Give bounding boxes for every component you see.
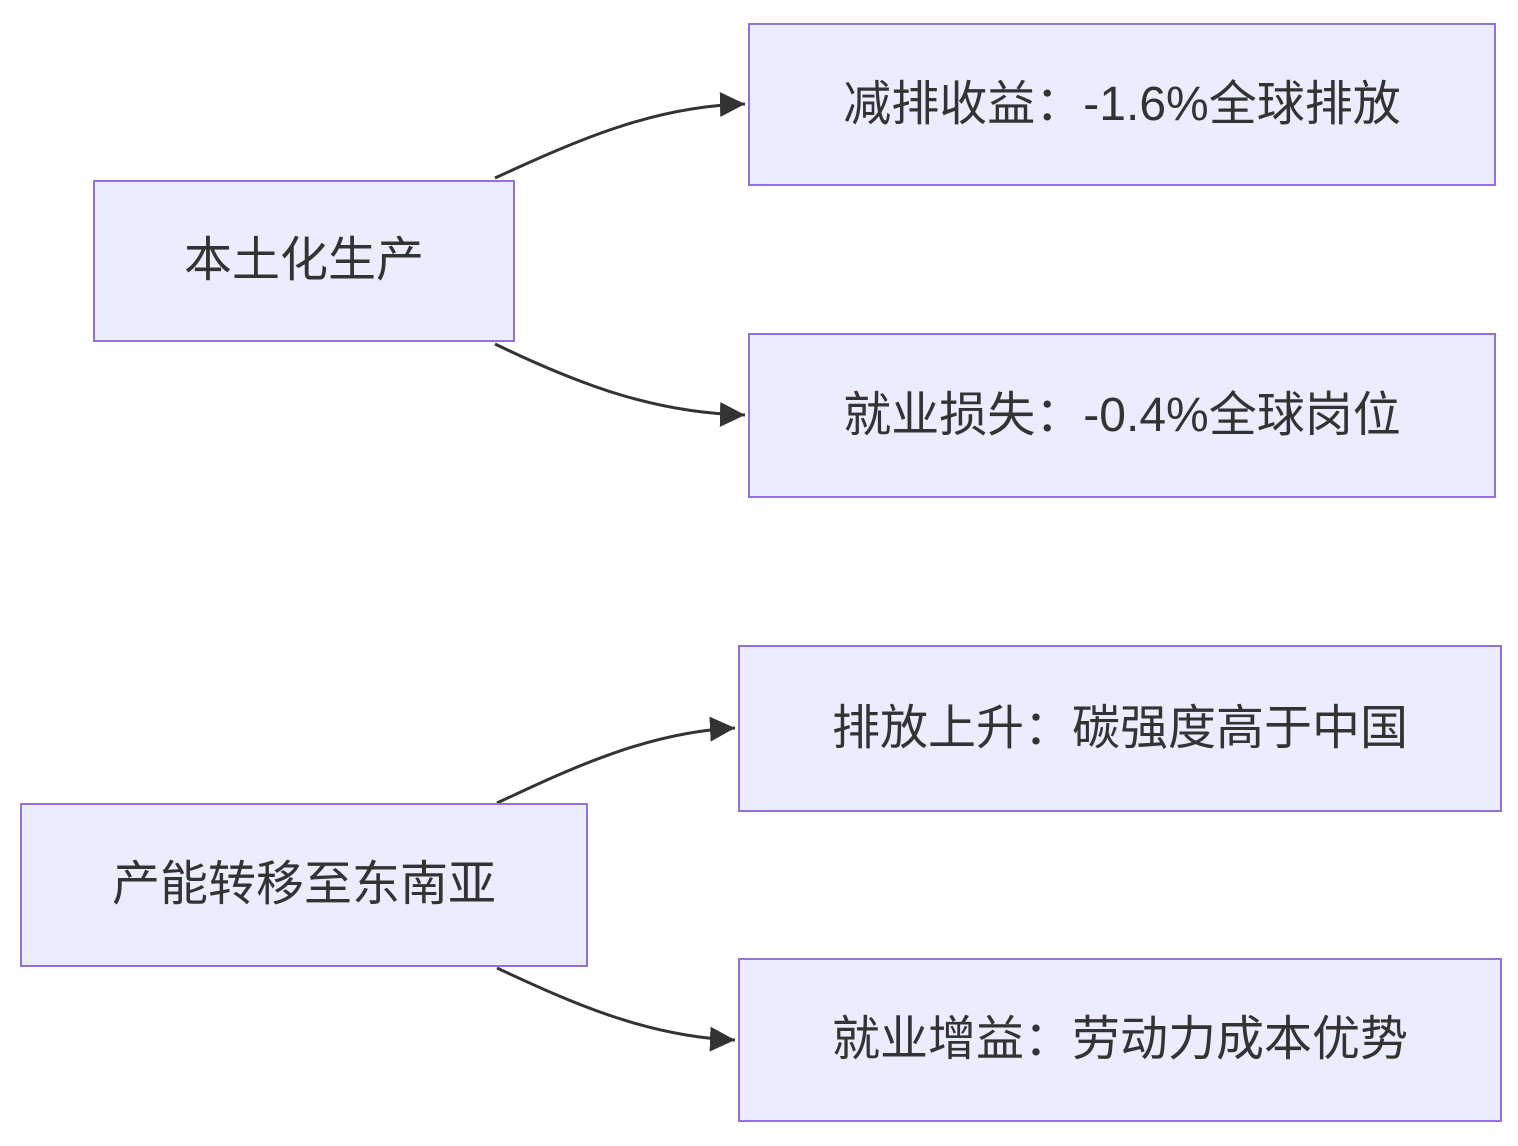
node-label: 本土化生产 [183,234,424,288]
node-localized-production: 本土化生产 [93,180,515,342]
node-label: 排放上升：碳强度高于中国 [831,701,1408,755]
node-label: 产能转移至东南亚 [111,858,496,912]
node-emission-rise: 排放上升：碳强度高于中国 [738,645,1502,812]
node-label: 减排收益：-1.6%全球排放 [843,77,1401,131]
edge-transfer-to-job-gain [496,966,736,1052]
node-job-gain: 就业增益：劳动力成本优势 [738,958,1502,1122]
node-label: 就业损失：-0.4%全球岗位 [843,388,1401,442]
edge-localized-to-job-loss [494,342,746,427]
edge-transfer-to-emission-rise [496,716,736,805]
node-capacity-transfer: 产能转移至东南亚 [20,803,588,967]
node-emission-benefit: 减排收益：-1.6%全球排放 [748,23,1496,186]
node-label: 就业增益：劳动力成本优势 [831,1013,1408,1067]
node-job-loss: 就业损失：-0.4%全球岗位 [748,333,1496,498]
edge-localized-to-emission-benefit [494,92,746,180]
